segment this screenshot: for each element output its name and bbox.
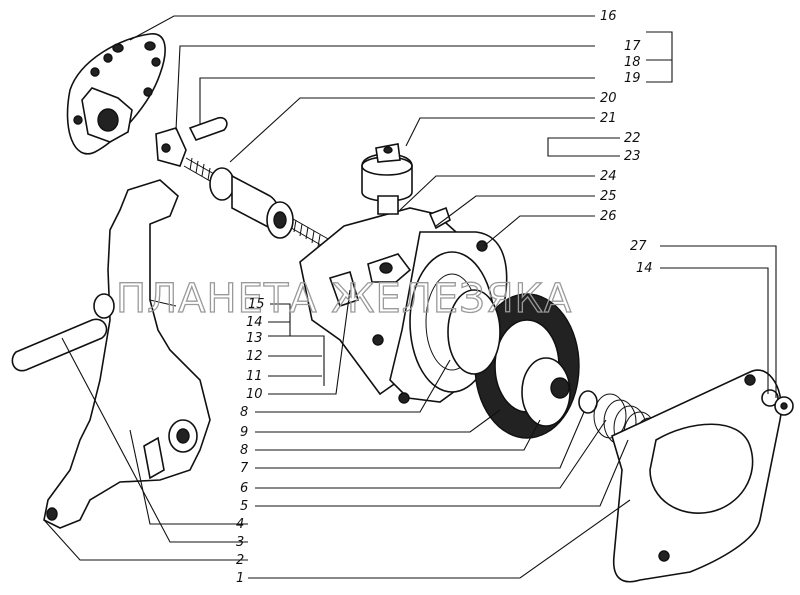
callout-2: 2 [236,553,244,568]
callout-14: 14 [246,315,263,330]
callouts-right: 16 17 18 19 20 21 22 23 24 25 26 27 14 [600,9,653,276]
cover-plate [611,369,782,583]
leader-lines [43,15,777,579]
diaphragm [447,289,580,439]
callout-11: 11 [246,369,263,384]
parts-illustration [11,33,794,583]
callout-14-right: 14 [636,261,653,276]
callout-8-b: 8 [240,443,248,458]
lever-arm [11,179,211,529]
callout-12: 12 [246,349,263,364]
callout-22: 22 [624,131,641,146]
callout-1: 1 [236,571,244,586]
callout-24: 24 [600,169,617,184]
pressure-switch [361,143,413,215]
callout-10: 10 [246,387,263,402]
callout-17: 17 [624,39,641,54]
callout-13: 13 [246,331,263,346]
callout-15: 15 [248,297,265,312]
callout-25: 25 [600,189,617,204]
callout-9: 9 [240,425,248,440]
callout-21: 21 [600,111,617,126]
flange-plate [66,33,166,155]
callout-16: 16 [600,9,617,24]
clevis-and-rod [155,116,331,249]
callouts-left-mid: 15 14 13 12 11 10 [246,297,265,402]
callout-4: 4 [236,517,244,532]
callout-18: 18 [624,55,641,70]
callouts-bottom: 8 9 8 7 6 5 4 3 2 1 [236,405,249,586]
callout-27: 27 [630,239,647,254]
callout-20: 20 [600,91,617,106]
callout-8-a: 8 [240,405,248,420]
callout-26: 26 [600,209,617,224]
callout-5: 5 [240,499,248,514]
watermark: ПЛАНЕТА ЖЕЛЕЗЯКА [116,276,572,322]
callout-19: 19 [624,71,641,86]
callout-7: 7 [240,461,249,476]
nut-and-washer [761,389,794,416]
callout-3: 3 [236,535,244,550]
callout-6: 6 [240,481,248,496]
callout-23: 23 [624,149,641,164]
